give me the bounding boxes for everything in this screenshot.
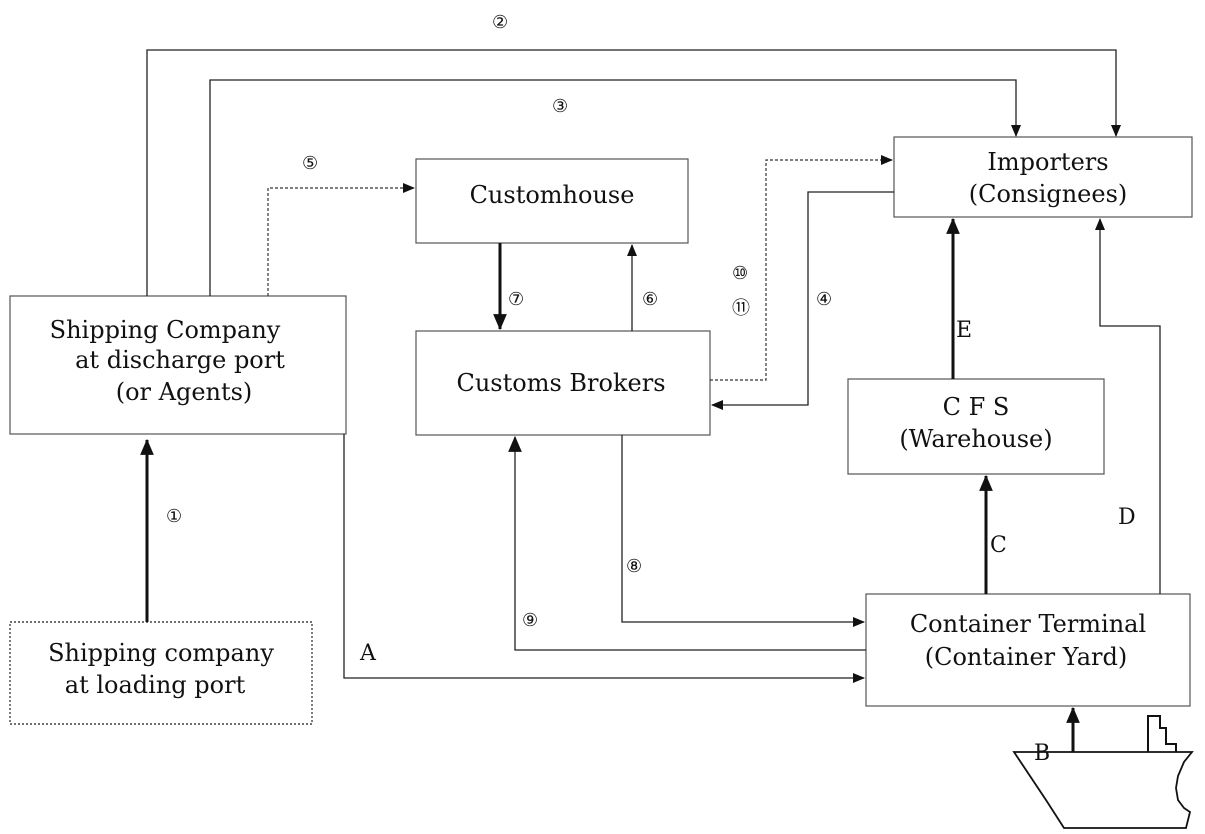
label-route-e: E	[956, 318, 972, 343]
arrow-step-5	[268, 188, 414, 296]
box-shipping-discharge: Shipping Company at discharge port (or A…	[10, 296, 346, 434]
box-shipping-loading: Shipping company at loading port	[10, 622, 312, 724]
importers-line-2: (Consignees)	[969, 180, 1128, 208]
shipping-loading-line-2: at loading port	[65, 671, 246, 699]
label-step-11: ⑪	[732, 298, 750, 319]
box-container-terminal: Container Terminal (Container Yard)	[866, 594, 1190, 706]
label-step-10: ⑩	[732, 263, 748, 284]
shipping-discharge-line-3: (or Agents)	[116, 378, 253, 406]
customhouse-label: Customhouse	[470, 181, 635, 209]
shipping-discharge-line-1: Shipping Company	[50, 316, 281, 344]
label-step-9: ⑨	[522, 610, 538, 631]
label-step-5: ⑤	[302, 153, 318, 174]
label-route-b: B	[1034, 741, 1050, 766]
label-step-1: ①	[166, 506, 182, 527]
arrow-route-d	[1100, 219, 1160, 594]
container-terminal-line-1: Container Terminal	[910, 610, 1146, 638]
arrow-step-9	[515, 437, 866, 650]
label-route-d: D	[1118, 505, 1136, 530]
shipping-discharge-line-2: at discharge port	[75, 346, 285, 374]
box-customhouse: Customhouse	[416, 159, 688, 243]
label-step-3: ③	[552, 96, 568, 117]
label-step-6: ⑥	[642, 289, 658, 310]
cfs-line-1: C F S	[943, 393, 1010, 421]
cfs-line-2: (Warehouse)	[899, 425, 1052, 453]
label-route-a: A	[359, 641, 377, 666]
label-step-8: ⑧	[626, 556, 642, 577]
arrow-step-8	[622, 435, 864, 622]
label-step-2: ②	[492, 12, 508, 33]
box-cfs: C F S (Warehouse)	[848, 379, 1104, 474]
ship-icon	[1014, 716, 1192, 828]
label-route-c: C	[990, 533, 1007, 558]
label-step-4: ④	[816, 289, 832, 310]
label-step-7: ⑦	[508, 289, 524, 310]
container-terminal-line-2: (Container Yard)	[925, 643, 1128, 671]
customs-brokers-label: Customs Brokers	[456, 369, 665, 397]
arrow-route-a	[344, 434, 864, 678]
box-importers: Importers (Consignees)	[894, 137, 1192, 217]
shipping-loading-line-1: Shipping company	[48, 639, 274, 667]
importers-line-1: Importers	[987, 148, 1108, 176]
box-customs-brokers: Customs Brokers	[416, 331, 710, 435]
